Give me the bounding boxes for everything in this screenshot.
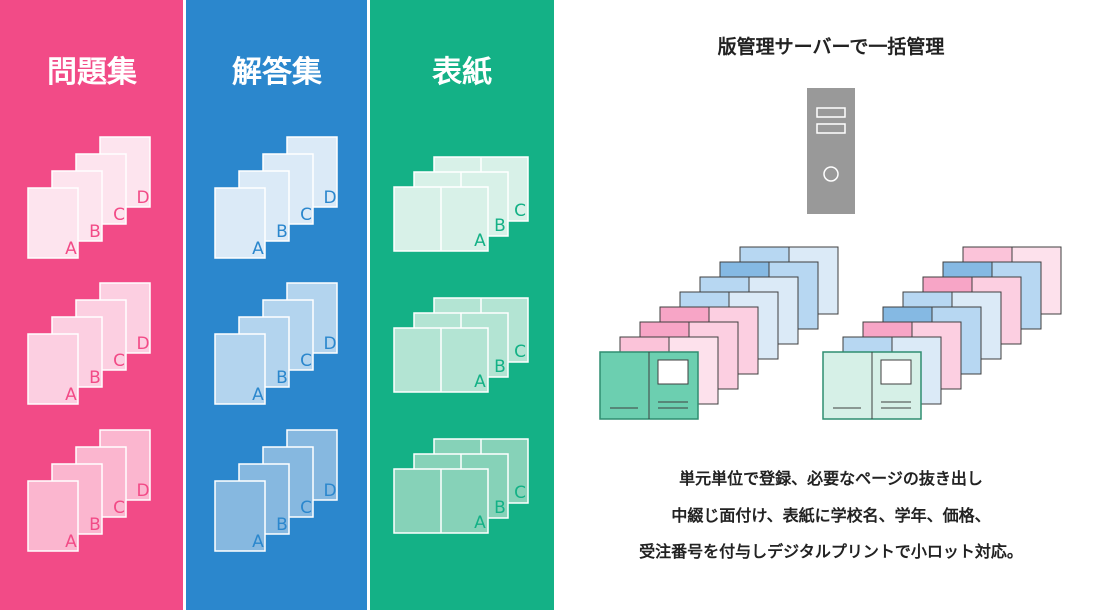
page-sheet xyxy=(214,187,266,259)
cover-title: 表紙 xyxy=(432,55,492,90)
page-letter: D xyxy=(323,188,336,208)
page-letter: D xyxy=(323,334,336,354)
spread-letter: A xyxy=(474,231,486,251)
page-letter: A xyxy=(65,239,77,259)
page-letter: C xyxy=(113,498,125,518)
page-letter: D xyxy=(323,481,336,501)
page-letter: A xyxy=(252,385,264,405)
page-letter: D xyxy=(136,481,149,501)
problem-book-title: 問題集 xyxy=(47,55,138,90)
page-letter: B xyxy=(276,515,288,535)
spread-stack: CBA xyxy=(393,297,529,393)
page-sheet xyxy=(27,187,79,259)
spread-stack: CBA xyxy=(393,438,529,534)
spread-letter: B xyxy=(494,498,506,518)
server-body xyxy=(807,88,855,214)
page-letter: B xyxy=(89,222,101,242)
page-letter: B xyxy=(276,368,288,388)
page-letter: C xyxy=(300,498,312,518)
answer-book-title: 解答集 xyxy=(232,55,323,90)
server-title: 版管理サーバーで一括管理 xyxy=(718,35,945,58)
page-letter: B xyxy=(89,515,101,535)
description-line-3: 受注番号を付与しデジタルプリントで小ロット対応。 xyxy=(639,542,1023,561)
page-letter: B xyxy=(89,368,101,388)
spread-letter: C xyxy=(514,201,526,221)
page-letter: D xyxy=(136,188,149,208)
page-letter: C xyxy=(300,205,312,225)
page-sheet xyxy=(214,333,266,405)
server-tower-icon xyxy=(807,88,855,214)
spread-letter: C xyxy=(514,342,526,362)
server-power-button xyxy=(823,166,839,182)
page-letter: A xyxy=(65,385,77,405)
spread-letter: A xyxy=(474,372,486,392)
page-letter: D xyxy=(136,334,149,354)
page-letter: B xyxy=(276,222,288,242)
spread-letter: B xyxy=(494,216,506,236)
page-letter: A xyxy=(65,532,77,552)
spread-letter: B xyxy=(494,357,506,377)
server-slot-upper xyxy=(816,107,846,118)
page-sheet xyxy=(27,333,79,405)
page-sheet xyxy=(214,480,266,552)
page-letter: C xyxy=(300,351,312,371)
spread-letter: C xyxy=(514,483,526,503)
booklet-stack-left xyxy=(599,246,839,420)
page-letter: A xyxy=(252,532,264,552)
booklet-stack-right xyxy=(822,246,1062,420)
spread-letter: A xyxy=(474,513,486,533)
page-letter: C xyxy=(113,205,125,225)
page-sheet xyxy=(27,480,79,552)
page-letter: C xyxy=(113,351,125,371)
description-line-1: 単元単位で登録、必要なページの抜き出し xyxy=(679,469,983,488)
spread-stack: CBA xyxy=(393,156,529,252)
page-letter: A xyxy=(252,239,264,259)
server-slot-lower xyxy=(816,123,846,134)
description-line-2: 中綴じ面付け、表紙に学校名、学年、価格、 xyxy=(671,506,990,525)
booklet-cover-image xyxy=(880,359,912,385)
booklet-cover-image xyxy=(657,359,689,385)
